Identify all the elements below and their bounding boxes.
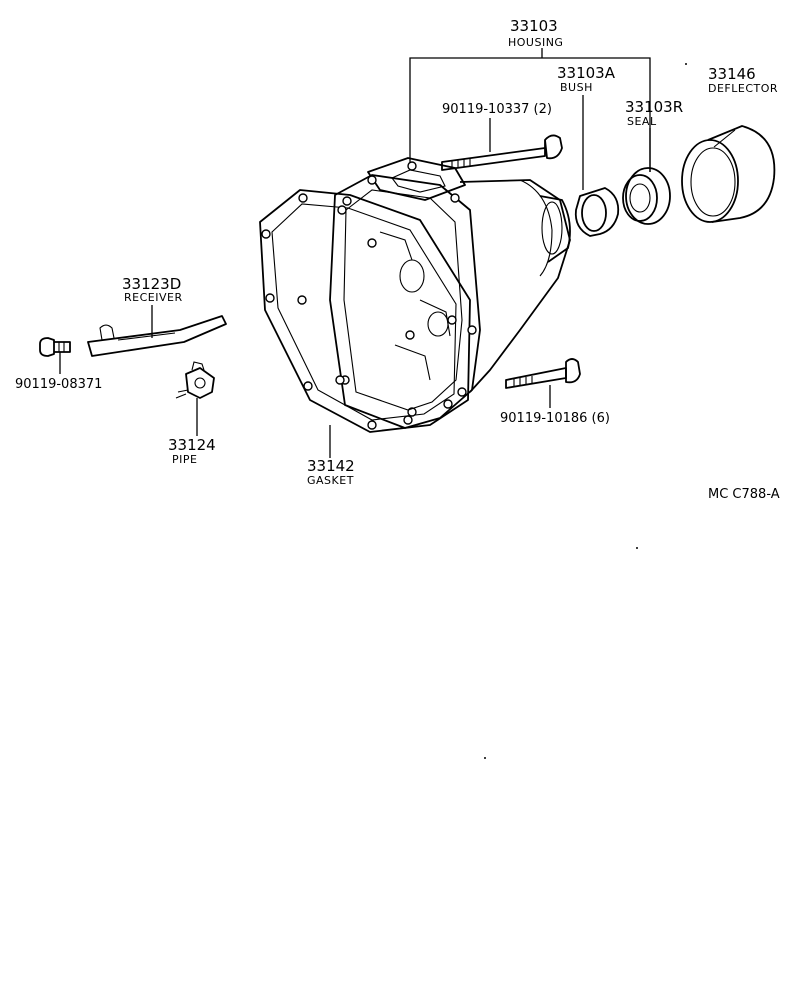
housing-label: 33103 HOUSING [508,17,563,49]
bush-label: 33103A BUSH [557,64,616,94]
deflector-label: 33146 DEFLECTOR [708,65,778,95]
housing-leader [409,57,651,172]
deflector-part-number: 33146 [708,65,756,83]
gasket-part-name: GASKET [307,474,354,487]
pipe-label: 33124 PIPE [168,436,216,466]
receiver-part-number: 33123D [122,275,181,293]
bolt-top [441,134,563,171]
diagram-code: MC C788-A [708,487,780,502]
bolt-bottom-part-number: 90119-10186 (6) [500,411,610,426]
housing-part-number: 33103 [510,17,558,35]
seal-label: 33103R SEAL [625,98,683,128]
deflector-part-name: DEFLECTOR [708,82,778,95]
receiver-part-name: RECEIVER [124,291,183,304]
housing-part-name: HOUSING [508,36,563,49]
receiver-label: 33123D RECEIVER [122,275,183,304]
bush-part-number: 33103A [557,64,616,82]
bolt-left-part-number: 90119-08371 [15,377,102,392]
gasket-label: 33142 GASKET [307,457,355,487]
bolt-top-part-number: 90119-10337 (2) [442,102,552,117]
pipe-part-number: 33124 [168,436,216,454]
seal [622,167,671,225]
pipe [175,361,215,399]
bush [574,187,620,237]
deflector [681,125,776,223]
bolt-bottom [505,358,581,389]
seal-part-number: 33103R [625,98,683,116]
seal-part-name: SEAL [627,115,657,128]
receiver [87,315,227,357]
gasket [259,189,471,433]
leader-lines [59,48,651,458]
speck [636,547,638,549]
pipe-part-name: PIPE [172,453,197,466]
bolt-left [39,337,71,357]
speck [484,757,486,759]
housing [329,157,571,429]
speck [685,63,687,65]
gasket-part-number: 33142 [307,457,355,475]
bush-part-name: BUSH [560,81,593,94]
